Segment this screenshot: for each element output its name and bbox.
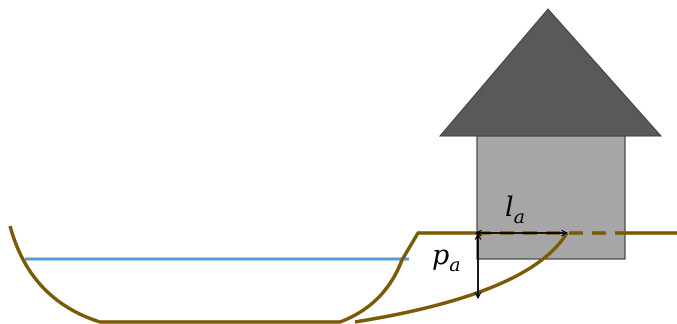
house-roof — [438, 8, 663, 137]
la-label: la — [505, 192, 525, 228]
failure-curve — [354, 232, 569, 324]
house-wall — [476, 135, 626, 260]
pa-label: pa — [432, 240, 461, 276]
house-icon — [438, 8, 663, 260]
ground-profile — [8, 225, 477, 324]
